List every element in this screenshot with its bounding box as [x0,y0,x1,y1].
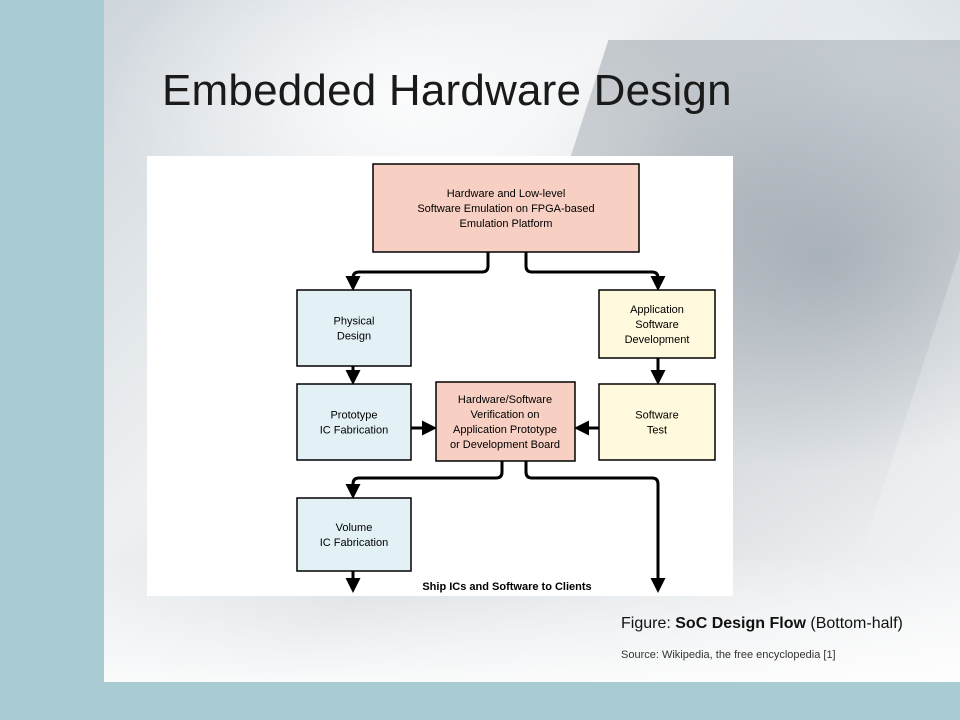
node-label-line: Volume [336,522,373,534]
node-label-line: Hardware/Software [458,394,552,406]
node-label-line: Software [635,319,678,331]
edge-emulation-to-appdev [524,252,666,291]
node-label-line: Verification on [470,409,539,421]
edge-emulation-to-physical [345,252,490,291]
node-label-line: Emulation Platform [460,218,553,230]
connectors [345,252,666,593]
caption-suffix: (Bottom-half) [805,615,903,632]
node-volume: Volume IC Fabrication [296,497,412,572]
node-label: Volume IC Fabrication [320,522,388,549]
caption-prefix: Figure: [621,615,676,632]
node-label-line: Software [635,410,678,422]
node-prototype: Prototype IC Fabrication [296,383,412,461]
node-label-line: Hardware and Low-level [447,188,566,200]
node-label-line: IC Fabrication [320,537,388,549]
node-label-line: Development [625,334,690,346]
node-label-line: Design [337,331,371,343]
edge-verification-to-volume [345,461,504,499]
node-label: Prototype IC Fabrication [320,410,388,437]
node-label-line: Application [630,304,684,316]
ship-label: Ship ICs and Software to Clients [422,581,591,593]
node-label-line: Application Prototype [453,424,557,436]
node-label-line: Test [647,425,667,437]
node-label-line: Prototype [330,410,377,422]
figure-source: Source: Wikipedia, the free encyclopedia… [621,649,836,661]
edge-verification-to-ship [524,461,666,593]
caption-bold: SoC Design Flow [675,615,806,632]
slide-title: Embedded Hardware Design [162,66,732,115]
node-label-line: or Development Board [450,439,560,451]
node-label-line: Software Emulation on FPGA-based [417,203,594,215]
figure-caption: Figure: SoC Design Flow (Bottom-half) [621,615,903,633]
node-label-line: Physical [334,316,375,328]
node-label-line: IC Fabrication [320,425,388,437]
